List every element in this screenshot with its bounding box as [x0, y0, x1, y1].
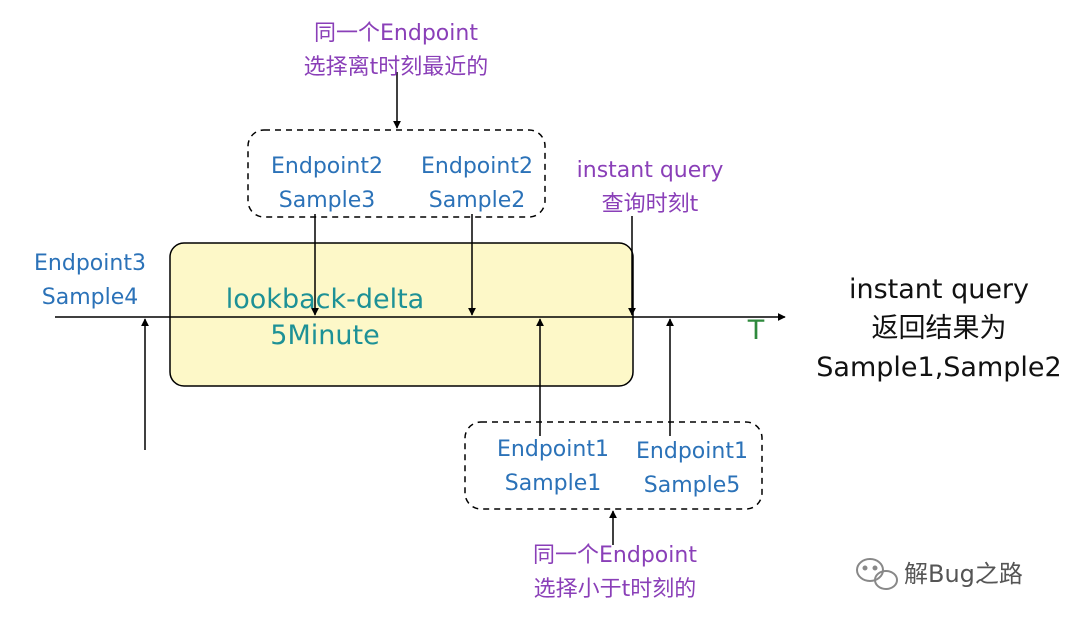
endpoint2-group-box [247, 129, 546, 218]
endpoint2-sample3-line2: Sample3 [278, 188, 376, 213]
endpoint3-sample4-line2: Sample4 [41, 285, 139, 310]
axis-label-t: T [747, 315, 765, 346]
endpoint1-sample5-line1: Endpoint1 [636, 439, 748, 464]
query-time-line1: instant query [576, 158, 724, 183]
result-line2: 返回结果为 [871, 313, 1007, 344]
bottom-note: 同一个Endpoint 选择小于t时刻的 [505, 539, 725, 607]
endpoint2-sample2-label: Endpoint2 Sample2 [407, 150, 547, 218]
endpoint1-group-box [464, 421, 763, 510]
watermark-text: 解Bug之路 [904, 560, 1023, 588]
endpoint1-sample1-line1: Endpoint1 [497, 437, 609, 462]
endpoint2-sample2-line1: Endpoint2 [421, 154, 533, 179]
result-label: instant query 返回结果为 Sample1,Sample2 [808, 270, 1070, 387]
lookback-window-line2: 5Minute [270, 320, 380, 351]
endpoint1-sample5-line2: Sample5 [643, 473, 741, 498]
lookback-window-line1: lookback-delta [225, 284, 425, 315]
endpoint1-sample5-label: Endpoint1 Sample5 [622, 435, 762, 503]
result-line3: Sample1,Sample2 [816, 352, 1062, 383]
endpoint1-sample1-label: Endpoint1 Sample1 [478, 433, 628, 501]
endpoint3-sample4-label: Endpoint3 Sample4 [20, 247, 160, 315]
endpoint1-sample1-line2: Sample1 [504, 471, 602, 496]
endpoint2-sample2-line2: Sample2 [428, 188, 526, 213]
top-note: 同一个Endpoint 选择离t时刻最近的 [276, 17, 516, 85]
lookback-window-label: lookback-delta 5Minute [205, 282, 445, 354]
query-time-line2: 查询时刻t [601, 192, 699, 217]
bottom-note-line1: 同一个Endpoint [533, 543, 697, 568]
bottom-note-line2: 选择小于t时刻的 [533, 577, 697, 602]
top-note-line1: 同一个Endpoint [314, 21, 478, 46]
wechat-icon [856, 558, 898, 590]
top-note-line2: 选择离t时刻最近的 [303, 55, 489, 80]
endpoint2-sample3-line1: Endpoint2 [271, 154, 383, 179]
result-line1: instant query [848, 274, 1030, 305]
query-time-label: instant query 查询时刻t [560, 154, 740, 222]
endpoint2-sample3-label: Endpoint2 Sample3 [252, 150, 402, 218]
endpoint3-sample4-line1: Endpoint3 [34, 251, 146, 276]
